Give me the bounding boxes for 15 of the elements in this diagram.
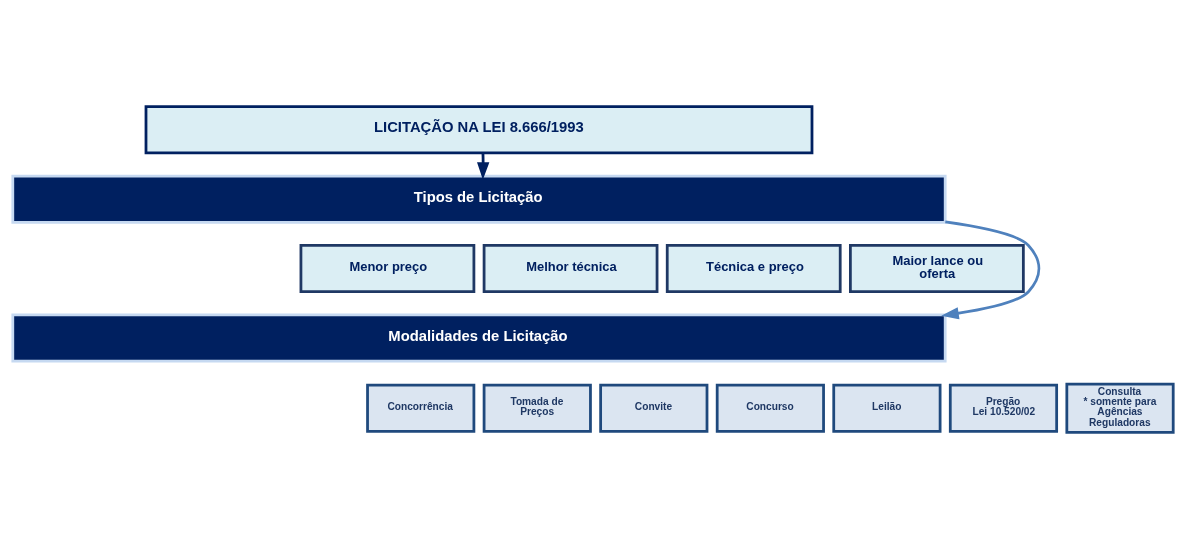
arrow bbox=[941, 220, 1041, 319]
node-box: Consulta * somente para Agências Reguladoras bbox=[1065, 382, 1175, 434]
node-box: Convite bbox=[599, 383, 709, 433]
node-box: LICITAÇÃO NA LEI 8.666/1993 bbox=[144, 104, 814, 154]
node-box: Pregão Lei 10.520/02 bbox=[948, 383, 1059, 433]
node-box: Concorrência bbox=[366, 383, 476, 433]
node-box: Maior lance ou oferta bbox=[849, 243, 1025, 293]
node-box: Concurso bbox=[715, 383, 825, 433]
node-box: Leilão bbox=[832, 383, 942, 433]
node-box: Menor preço bbox=[299, 243, 476, 293]
node-box: Melhor técnica bbox=[482, 243, 659, 293]
node-box: Tomada de Preços bbox=[482, 383, 592, 433]
node-box: Técnica e preço bbox=[665, 243, 842, 293]
node-box: Modalidades de Licitação bbox=[11, 312, 947, 362]
node-box: Tipos de Licitação bbox=[11, 174, 947, 224]
